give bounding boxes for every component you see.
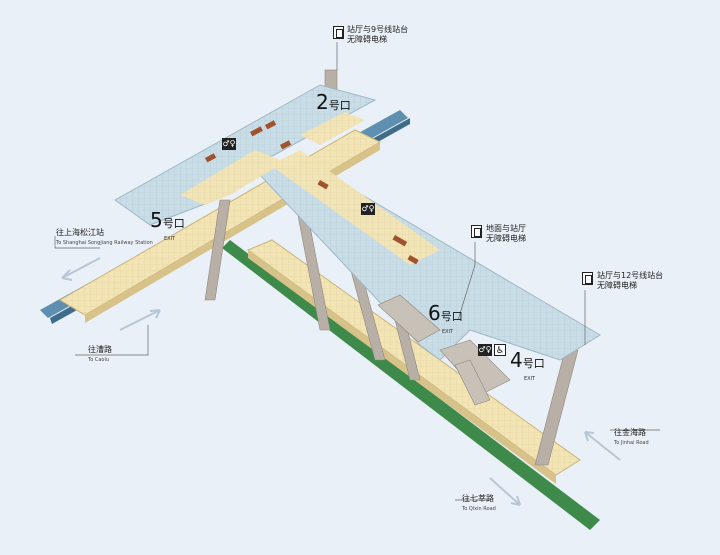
wheelchair-icon: ♿	[494, 344, 506, 356]
stairs	[205, 120, 419, 265]
exit-2-label: 2号口	[316, 90, 351, 114]
elevator-callout-line12: 站厅与12号线站台无障碍电梯	[597, 271, 664, 290]
direction-arrows	[61, 257, 621, 506]
elevator-callout-ground: 地面与站厅无障碍电梯	[486, 224, 526, 243]
entrance-structures	[377, 294, 511, 406]
elevator-icon	[582, 272, 593, 285]
toilet-icon: ♂♀	[478, 344, 492, 356]
toilet-icon: ♂♀	[361, 203, 375, 215]
concourse-level	[114, 84, 601, 361]
elevator-icon	[333, 26, 344, 39]
elevator-icon	[471, 225, 482, 238]
leader-lines	[54, 42, 660, 501]
elevator-callout-line9: 站厅与9号线站台无障碍电梯	[347, 25, 409, 44]
toilet-icon: ♂♀	[222, 138, 236, 150]
